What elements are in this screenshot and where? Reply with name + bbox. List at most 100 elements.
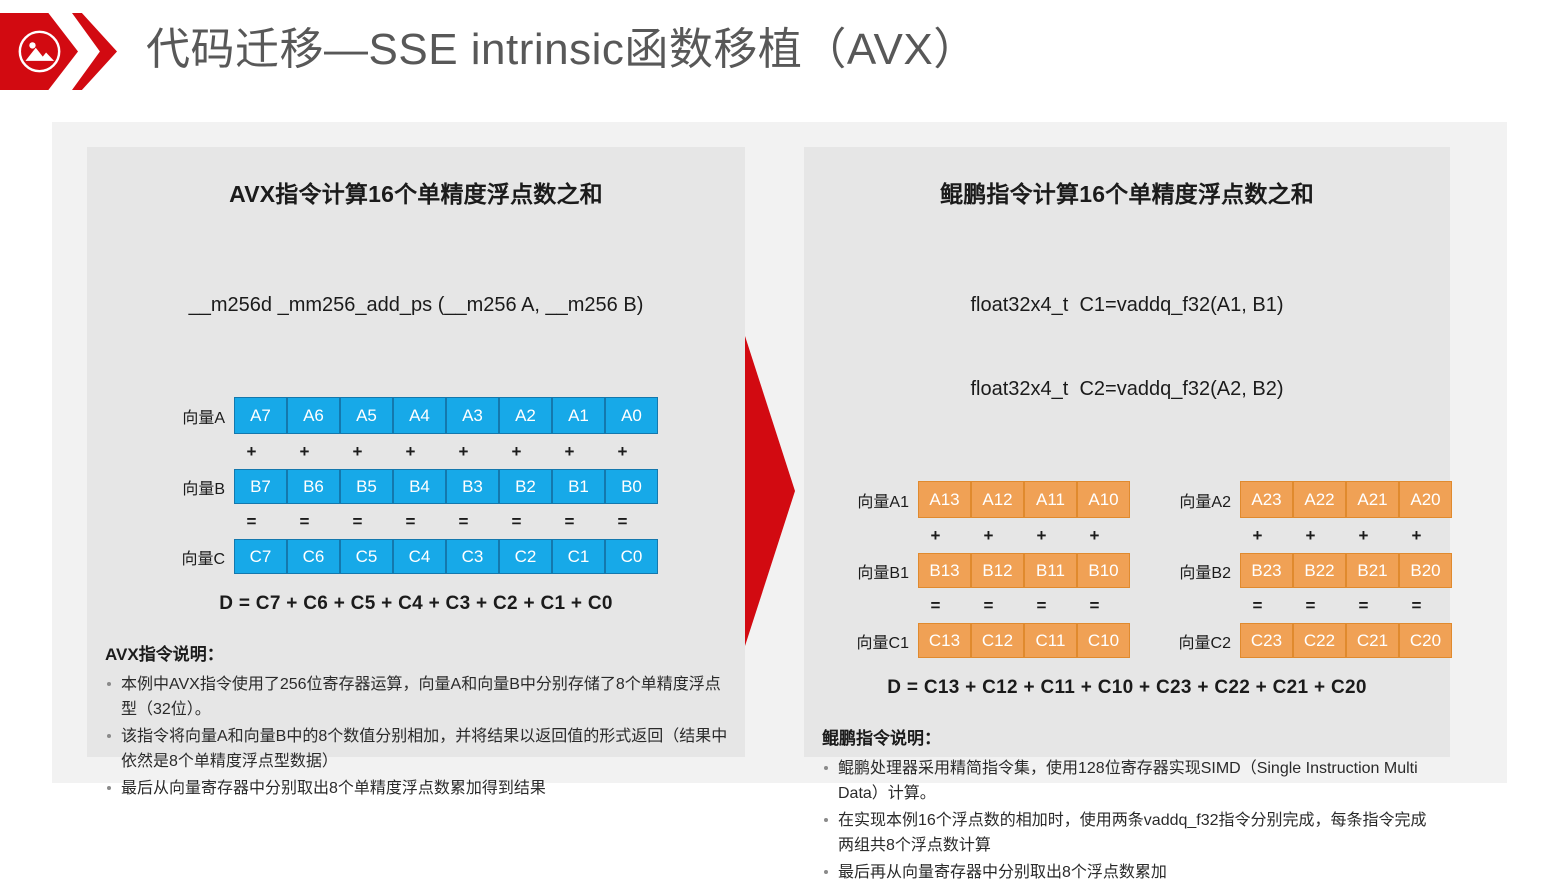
bullet-icon	[824, 766, 828, 770]
kunpeng-code-line-1: float32x4_t C1=vaddq_f32(A1, B1)	[970, 294, 1284, 316]
kunpeng-vector-b2-cells: B23 B22 B21 B20	[1240, 553, 1452, 588]
cell: A12	[971, 481, 1024, 518]
kunpeng-plus-row-1: + + + +	[909, 523, 1130, 549]
kunpeng-notes: 鲲鹏指令说明： 鲲鹏处理器采用精简指令集，使用128位寄存器实现SIMD（Sin…	[804, 724, 1450, 885]
cell: B12	[971, 553, 1024, 588]
plus-icon: +	[246, 442, 257, 461]
equals-icon: =	[930, 596, 941, 615]
equals-icon: =	[1305, 596, 1316, 615]
cell: A7	[234, 397, 287, 434]
avx-vector-a-label: 向量A	[182, 409, 225, 427]
plus-icon: +	[352, 442, 363, 461]
kunpeng-vector-c1-label: 向量C1	[856, 634, 909, 652]
avx-vector-b-cells: B7 B6 B5 B4 B3 B2 B1 B0	[234, 469, 658, 504]
kunpeng-code-line-2: float32x4_t C2=vaddq_f32(A2, B2)	[970, 378, 1284, 400]
cell: B20	[1399, 553, 1452, 588]
cell: C5	[340, 539, 393, 574]
avx-vector-b-label: 向量B	[182, 480, 225, 498]
kunpeng-notes-title: 鲲鹏指令说明：	[822, 729, 941, 748]
bullet-icon	[824, 870, 828, 874]
note-item: 鲲鹏处理器采用精简指令集，使用128位寄存器实现SIMD（Single Inst…	[822, 756, 1436, 806]
equals-icon: =	[983, 596, 994, 615]
cell: C22	[1293, 623, 1346, 658]
cell: A0	[605, 397, 658, 434]
plus-icon: +	[1305, 526, 1316, 545]
plus-icon: +	[1252, 526, 1263, 545]
cell: C12	[971, 623, 1024, 658]
note-item: 在实现本例16个浮点数的相加时，使用两条vaddq_f32指令分别完成，每条指令…	[822, 808, 1436, 858]
content-frame: AVX指令计算16个单精度浮点数之和 __m256d _mm256_add_ps…	[52, 122, 1507, 881]
cell: B22	[1293, 553, 1346, 588]
avx-code-block: __m256d _mm256_add_ps (__m256 A, __m256 …	[87, 235, 745, 375]
avx-vector-c-label: 向量C	[181, 550, 225, 568]
note-item: 该指令将向量A和向量B中的8个数值分别相加，并将结果以返回值的形式返回（结果中依…	[105, 724, 731, 774]
avx-panel-title: AVX指令计算16个单精度浮点数之和	[229, 181, 603, 207]
plus-icon: +	[405, 442, 416, 461]
equals-icon: =	[1252, 596, 1263, 615]
cell: C7	[234, 539, 287, 574]
avx-vector-c-cells: C7 C6 C5 C4 C3 C2 C1 C0	[234, 539, 658, 574]
brand-logo	[0, 13, 117, 90]
cell: B21	[1346, 553, 1399, 588]
note-text: 最后从向量寄存器中分别取出8个单精度浮点数累加得到结果	[121, 780, 546, 797]
bullet-icon	[107, 734, 111, 738]
kunpeng-plus-row-2: + + + +	[1231, 523, 1452, 549]
cell: A20	[1399, 481, 1452, 518]
cell: C6	[287, 539, 340, 574]
kunpeng-equals-row-2: = = = =	[1231, 593, 1452, 619]
cell: C2	[499, 539, 552, 574]
equals-icon: =	[1036, 596, 1047, 615]
plus-icon: +	[511, 442, 522, 461]
cell: C1	[552, 539, 605, 574]
migration-arrow-icon	[745, 336, 795, 646]
plus-icon: +	[458, 442, 469, 461]
cell: A3	[446, 397, 499, 434]
kunpeng-vector-c1-cells: C13 C12 C11 C10	[918, 623, 1130, 658]
equals-icon: =	[1089, 596, 1100, 615]
kunpeng-vector-diagram: 向量A1 A13 A12 A11 A10 + + + + 向量B1	[804, 481, 1452, 658]
avx-vector-a-cells: A7 A6 A5 A4 A3 A2 A1 A0	[234, 397, 658, 434]
avx-vector-row-b: 向量B B7 B6 B5 B4 B3 B2 B1 B0	[147, 469, 745, 504]
avx-vector-diagram: 向量A A7 A6 A5 A4 A3 A2 A1 A0 + + + + +	[87, 397, 745, 574]
cell: B13	[918, 553, 971, 588]
page-header: 代码迁移—SSE intrinsic函数移植（AVX）	[0, 0, 1561, 108]
bullet-icon	[107, 786, 111, 790]
cell: A21	[1346, 481, 1399, 518]
cell: A4	[393, 397, 446, 434]
kunpeng-vector-row-a1: 向量A1 A13 A12 A11 A10	[826, 481, 1130, 518]
equals-icon: =	[246, 512, 257, 531]
kunpeng-code-block: float32x4_t C1=vaddq_f32(A1, B1) float32…	[804, 235, 1450, 459]
cell: B5	[340, 469, 393, 504]
kunpeng-sum-equation: D = C13 + C12 + C11 + C10 + C23 + C22 + …	[887, 677, 1367, 698]
equals-icon: =	[405, 512, 416, 531]
kunpeng-vector-a2-label: 向量A2	[1179, 493, 1231, 511]
avx-vector-row-a: 向量A A7 A6 A5 A4 A3 A2 A1 A0	[147, 397, 745, 434]
note-text: 在实现本例16个浮点数的相加时，使用两条vaddq_f32指令分别完成，每条指令…	[838, 812, 1427, 854]
bullet-icon	[107, 682, 111, 686]
note-text: 该指令将向量A和向量B中的8个数值分别相加，并将结果以返回值的形式返回（结果中依…	[121, 728, 728, 770]
plus-icon: +	[1036, 526, 1047, 545]
kunpeng-vector-c2-label: 向量C2	[1178, 634, 1231, 652]
plus-icon: +	[1089, 526, 1100, 545]
cell: B23	[1240, 553, 1293, 588]
kunpeng-vector-a2-cells: A23 A22 A21 A20	[1240, 481, 1452, 518]
bullet-icon	[824, 818, 828, 822]
kunpeng-group-1: 向量A1 A13 A12 A11 A10 + + + + 向量B1	[826, 481, 1130, 658]
cell: B4	[393, 469, 446, 504]
cell: C13	[918, 623, 971, 658]
cell: B1	[552, 469, 605, 504]
kunpeng-vector-row-c2: 向量C2 C23 C22 C21 C20	[1148, 623, 1452, 658]
avx-plus-operator-row: + + + + + + + +	[225, 439, 745, 465]
avx-code-line-1: __m256d _mm256_add_ps (__m256 A, __m256 …	[188, 294, 644, 316]
cell: C20	[1399, 623, 1452, 658]
avx-notes-title: AVX指令说明：	[105, 645, 224, 664]
cell: C11	[1024, 623, 1077, 658]
kunpeng-panel-title: 鲲鹏指令计算16个单精度浮点数之和	[940, 181, 1314, 207]
avx-notes: AVX指令说明： 本例中AVX指令使用了256位寄存器运算，向量A和向量B中分别…	[87, 640, 745, 801]
cell: B2	[499, 469, 552, 504]
note-text: 本例中AVX指令使用了256位寄存器运算，向量A和向量B中分别存储了8个单精度浮…	[121, 676, 721, 718]
equals-icon: =	[458, 512, 469, 531]
plus-icon: +	[617, 442, 628, 461]
note-text: 鲲鹏处理器采用精简指令集，使用128位寄存器实现SIMD（Single Inst…	[838, 760, 1418, 802]
cell: B7	[234, 469, 287, 504]
